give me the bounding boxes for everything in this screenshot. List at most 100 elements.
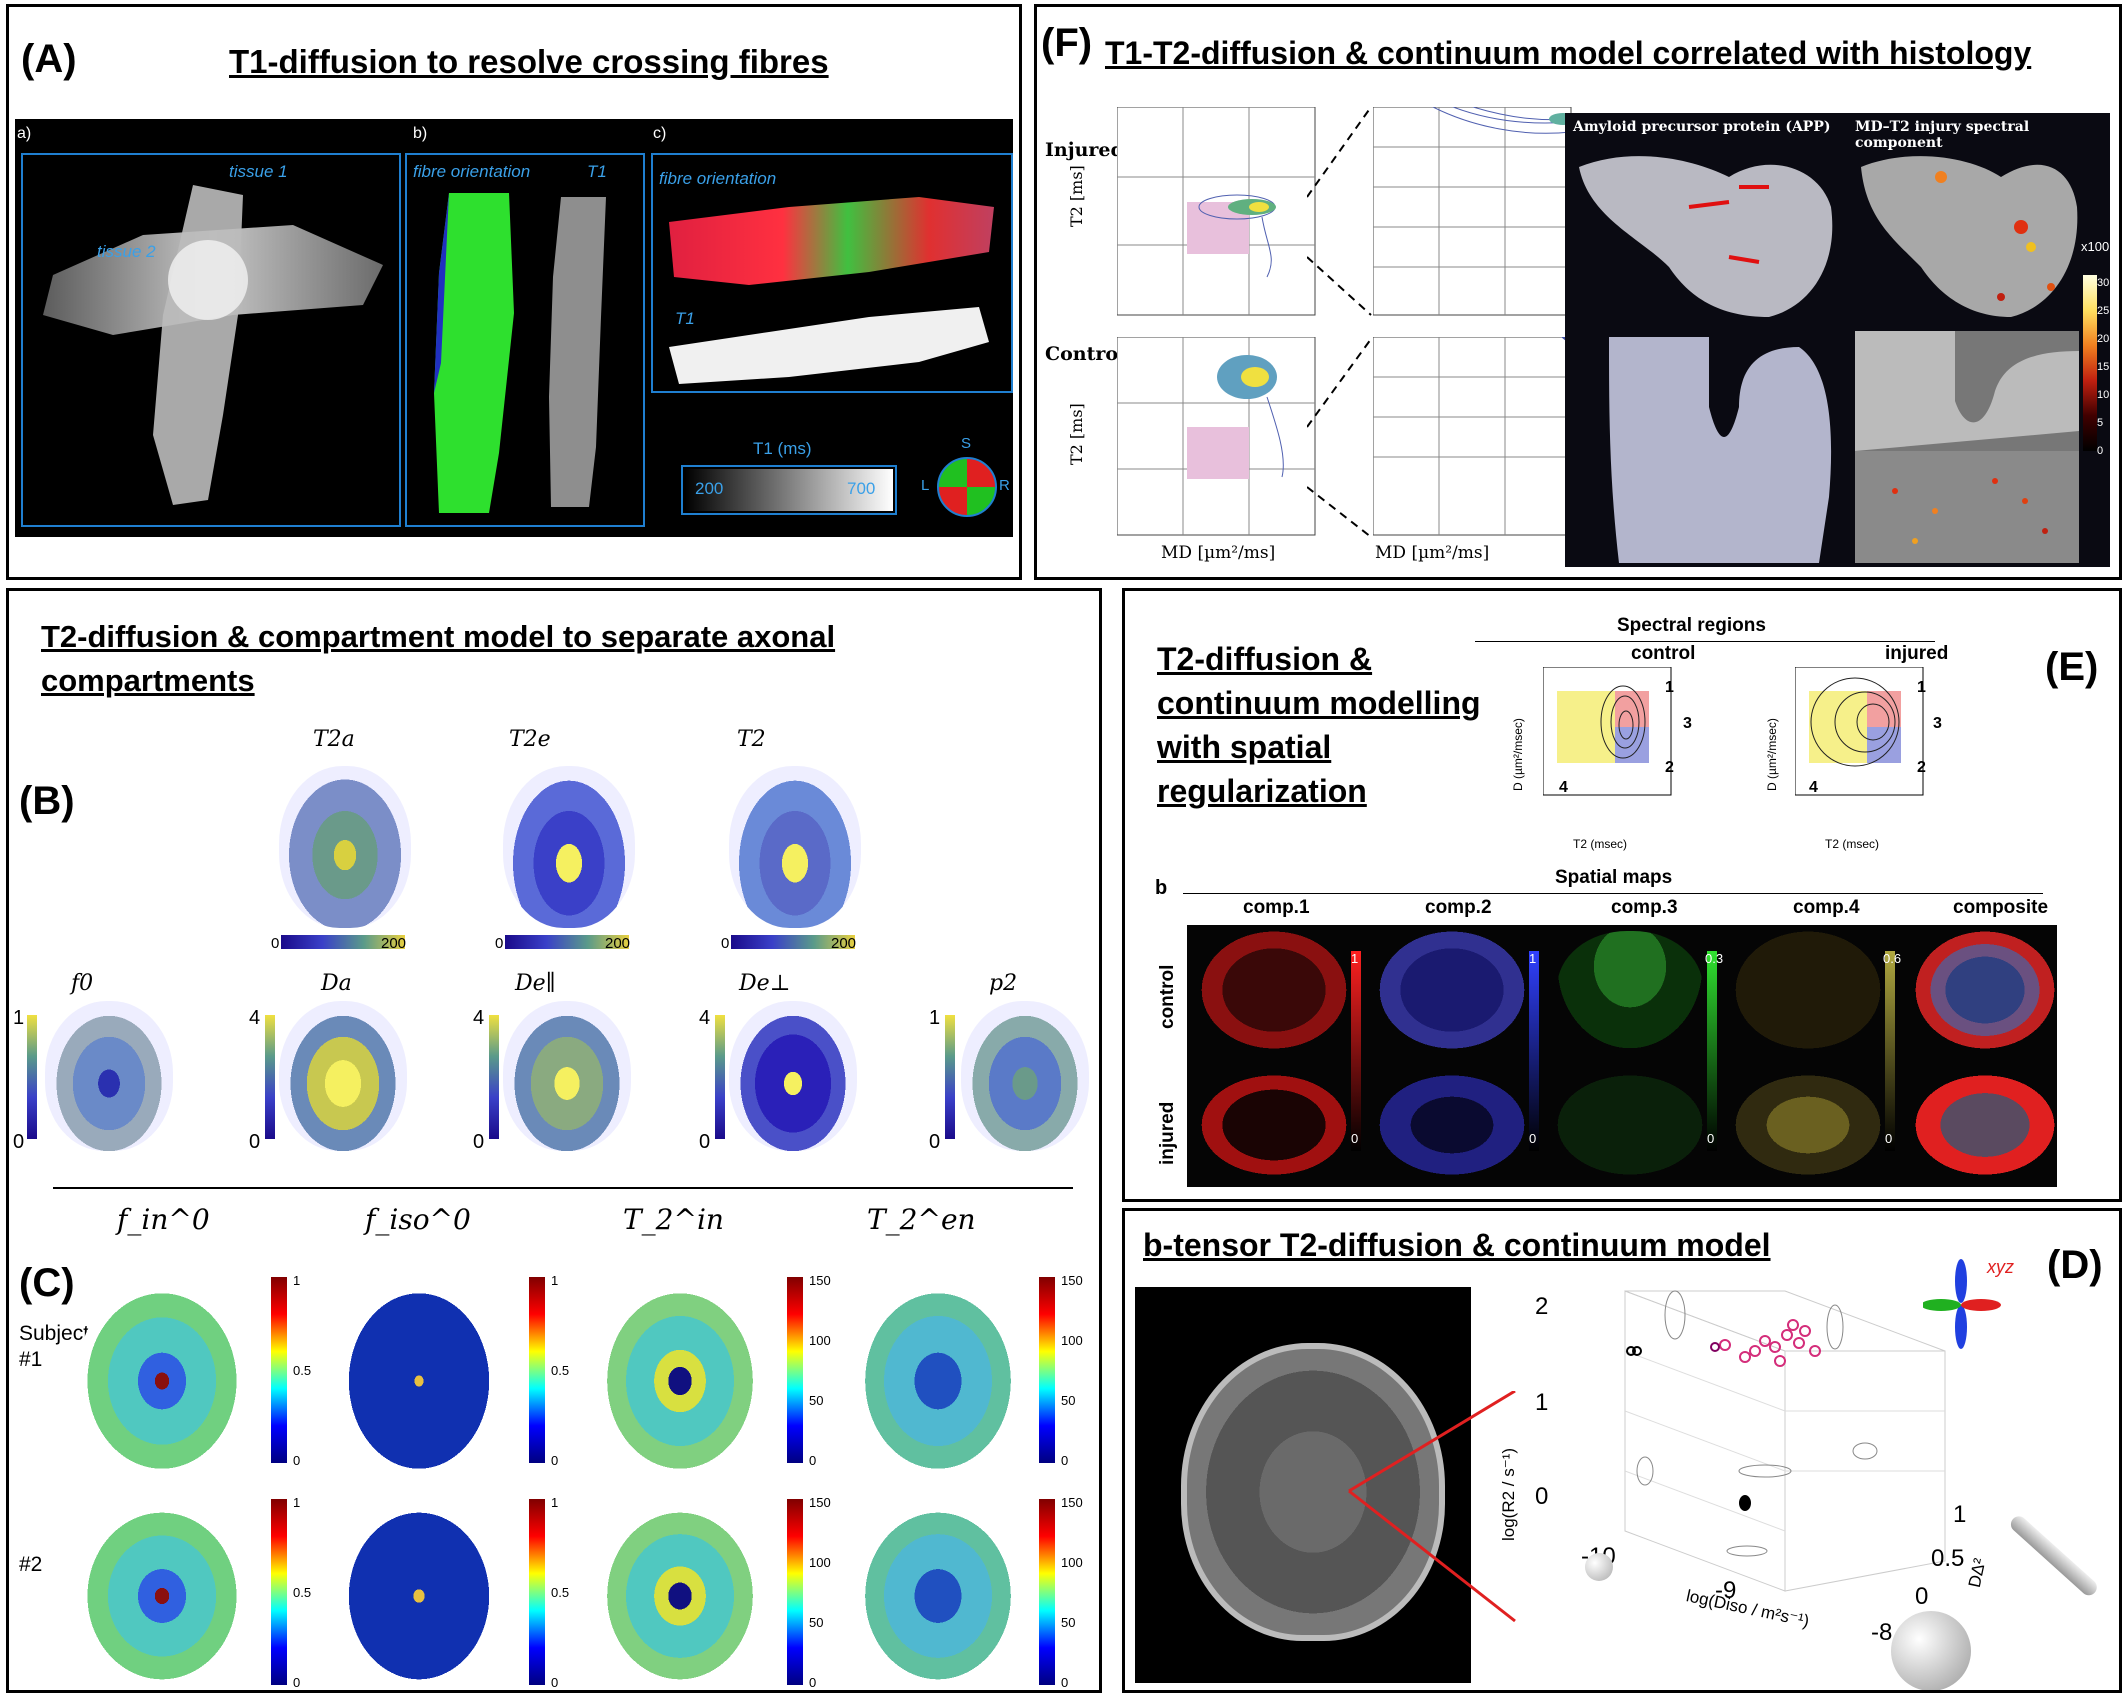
e-region-4a: 4 — [1559, 779, 1568, 796]
e-row-injured: injured — [1157, 1101, 1178, 1165]
map-composite-injured — [1915, 1075, 2055, 1175]
injured-label: Injured — [1045, 139, 1124, 161]
spectral-injured-title: injured — [1885, 643, 1949, 664]
t2cb3-max: 200 — [831, 935, 857, 952]
cb2d-t4: 0 — [1061, 1675, 1069, 1690]
md-t2-title: MD–T2 injury spectral component — [1855, 119, 2030, 151]
t1-colorbar-label: T1 (ms) — [753, 439, 812, 458]
map-label-t2: T2 — [737, 727, 766, 752]
cb1c-t1: 150 — [809, 1273, 831, 1288]
t2cb1-max: 200 — [381, 935, 407, 952]
vcb-de-perp-max: 4 — [699, 1007, 711, 1029]
spectral-control-title: control — [1631, 643, 1696, 664]
cb2c-t3: 50 — [809, 1615, 824, 1630]
cbar-tick: 20 — [2097, 333, 2110, 345]
panel-f-title: T1-T2-diffusion & continuum model correl… — [1105, 35, 2032, 71]
cb1b-t2: 0.5 — [551, 1363, 570, 1378]
fibre-orientation-map-c — [669, 197, 994, 285]
rod-glyph — [2007, 1513, 2101, 1599]
injury-colorbar-unit: x100 — [2081, 239, 2110, 254]
fibre-orientation-label: fibre orientation — [413, 162, 531, 181]
cb1d-t2: 100 — [1061, 1333, 1083, 1348]
d-ytick-0: 0 — [1915, 1583, 1929, 1610]
cb-comp3-max: 0.3 — [1705, 951, 1724, 966]
brain-c-t2in-1 — [597, 1281, 763, 1481]
compass-r: R — [999, 477, 1010, 494]
vcb-p2 — [945, 1015, 955, 1139]
panel-c-label: (C) — [19, 1261, 75, 1305]
separator-line — [53, 1187, 1073, 1189]
brain-c-t2en-1 — [855, 1281, 1021, 1481]
subfig-a-frame — [21, 153, 401, 527]
panel-b-title-line1: T2-diffusion & compartment model to sepa… — [41, 619, 836, 654]
cb-comp2-min: 0 — [1529, 1131, 1537, 1146]
cb1a-t1: 1 — [293, 1273, 301, 1288]
e-sub-b: b — [1155, 877, 1168, 899]
t1-label-b: T1 — [587, 162, 607, 181]
comp4-label: comp.4 — [1793, 897, 1860, 918]
f-xlabel-right: MD [µm²/ms] — [1375, 543, 1490, 563]
c-col-label-t2en: T_2^en — [867, 1203, 976, 1236]
t2-colorbar-2 — [505, 935, 629, 949]
vcb-de-perp — [715, 1015, 725, 1139]
brain-c-fiso-1 — [339, 1281, 499, 1481]
e-region-3b: 3 — [1933, 715, 1942, 732]
vcb-da-min: 0 — [249, 1131, 261, 1153]
vcb-de-par-min: 0 — [473, 1131, 485, 1153]
control-zoom-plot — [1373, 337, 1572, 536]
map-comp1-injured — [1201, 1075, 1347, 1175]
panel-a-label: (A) — [21, 37, 77, 81]
crossing-fibres-image — [43, 185, 383, 505]
t2cb2-max: 200 — [605, 935, 631, 952]
jet-cb-1b — [529, 1277, 545, 1463]
map-comp4-injured — [1735, 1075, 1881, 1175]
cbar-tick: 5 — [2097, 417, 2104, 429]
injury-colorbar — [2083, 275, 2097, 451]
t1-map-b — [549, 197, 606, 507]
cbar-tick: 15 — [2097, 361, 2110, 373]
e-row-control: control — [1157, 964, 1178, 1029]
jet-cb-1c — [787, 1277, 803, 1463]
panel-bc: T2-diffusion & compartment model to sepa… — [6, 588, 1102, 1693]
small-sphere-glyph — [1585, 1553, 1613, 1581]
orientation-compass-icon — [937, 457, 997, 517]
injured-spectrum-plot — [1117, 107, 1316, 316]
t1-map-c — [669, 307, 989, 384]
c-row-label-1: Subject #1 — [19, 1322, 90, 1371]
composite-label: composite — [1953, 897, 2049, 918]
comp2-label: comp.2 — [1425, 897, 1492, 918]
subfig-c-frame — [651, 153, 1013, 393]
t1-colorbar-min: 200 — [695, 479, 724, 498]
map-comp3-injured — [1557, 1075, 1703, 1175]
map-label-t2a: T2a — [313, 727, 355, 752]
comp3-label: comp.3 — [1611, 897, 1678, 918]
md-t2-control-map — [1855, 331, 2079, 563]
cb-comp1-min: 0 — [1351, 1131, 1359, 1146]
brain-map-de-perp — [729, 1001, 857, 1151]
brain-map-f0 — [45, 1001, 173, 1151]
map-label-de-par: De∥ — [515, 971, 556, 996]
vcb-p2-max: 1 — [929, 1007, 941, 1029]
vcb-p2-min: 0 — [929, 1131, 941, 1153]
cb1a-t2: 0.5 — [293, 1363, 312, 1378]
brain-map-da — [279, 1001, 407, 1151]
t2-colorbar-3 — [731, 935, 855, 949]
brain-c-t2en-2 — [855, 1501, 1021, 1690]
map-comp3-control — [1557, 931, 1703, 1049]
subfig-b-label: b) — [413, 125, 428, 142]
cb-comp4-max: 0.6 — [1883, 951, 1902, 966]
subfig-b-frame — [405, 153, 645, 527]
spectral-regions-line — [1475, 641, 1935, 642]
map-label-t2e: T2e — [509, 727, 551, 752]
e-ylabel-a: D (µm²/msec) — [1511, 718, 1525, 791]
t1-colorbar-frame — [681, 465, 897, 515]
brain-c-fin-2 — [77, 1501, 247, 1690]
tensor-glyph-icon — [1923, 1259, 2001, 1349]
brain-c-t2in-2 — [597, 1501, 763, 1690]
panel-e-title-4: regularization — [1157, 773, 1367, 809]
vcb-f0-min: 0 — [13, 1131, 25, 1153]
cb1c-t4: 0 — [809, 1453, 817, 1468]
mri-brain-image — [1181, 1343, 1445, 1641]
cb2b-t1: 1 — [551, 1495, 559, 1510]
map-label-de-perp: De⊥ — [739, 971, 791, 996]
